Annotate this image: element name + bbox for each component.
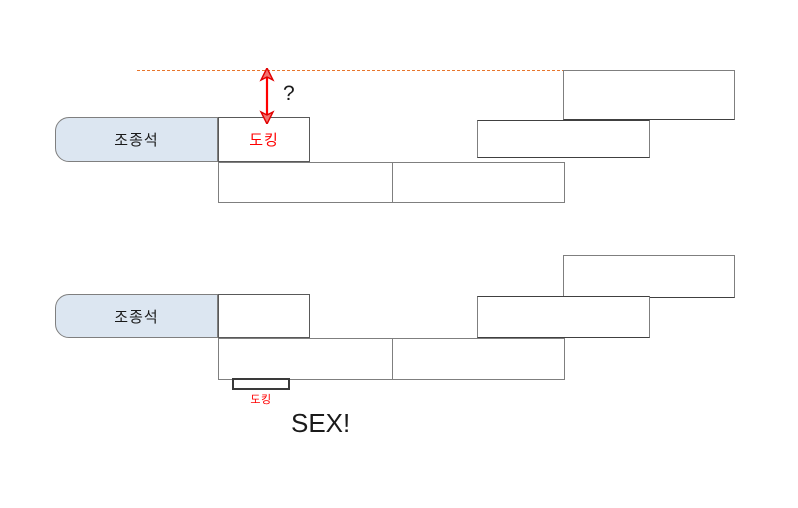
bottom-stage-row2-right-bar [392,338,565,380]
dashed-reference-line-top [137,70,600,71]
gap-question-mark: ? [283,82,295,105]
bottom-stage-row0-bar [563,255,735,298]
bottom-docking-tab[interactable] [232,378,290,390]
bottom-nose-module[interactable] [218,294,310,338]
bottom-stage-row1-bar [477,296,650,338]
top-cockpit-block[interactable]: 조종석 [55,117,218,162]
bottom-stage-row2-left-bar [218,338,393,380]
bottom-docking-tab-label: 도킹 [250,394,272,406]
top-cockpit-label: 조종석 [114,133,159,149]
top-stage-row0-bar [563,70,735,120]
bottom-cockpit-label: 조종석 [114,309,159,326]
gap-measure-arrow [259,68,275,124]
bottom-cockpit-block[interactable]: 조종석 [55,294,218,338]
top-docking-label: 도킹 [249,133,279,149]
caption-text: SEX! [291,408,351,438]
top-stage-row1-bar [477,120,650,158]
top-stage-row2-left-bar [218,162,393,203]
top-docking-module[interactable]: 도킹 [218,117,310,162]
top-stage-row2-right-bar [392,162,565,203]
